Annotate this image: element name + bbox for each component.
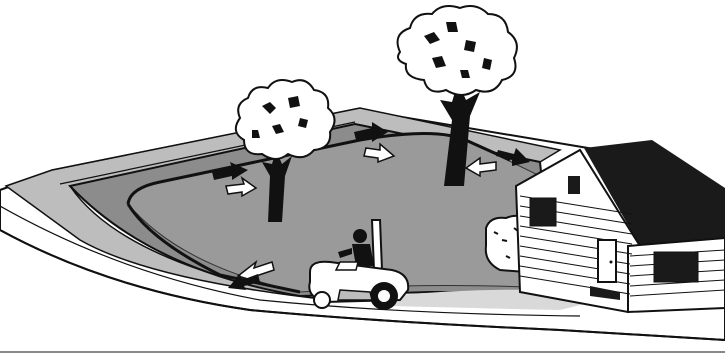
house-side-window (653, 251, 699, 283)
tree-icon (396, 5, 518, 186)
arrow-icon (212, 122, 530, 290)
house-door (597, 239, 617, 283)
house-attic-window (568, 176, 580, 194)
house-roof (584, 140, 725, 246)
tree-icon (234, 79, 336, 222)
curb-curve (0, 229, 725, 341)
zero-turn-mower-icon (308, 219, 410, 310)
curb-curve-inner (0, 205, 581, 317)
house-steps (590, 286, 620, 300)
house-icon (514, 140, 725, 314)
house-window (529, 197, 557, 227)
